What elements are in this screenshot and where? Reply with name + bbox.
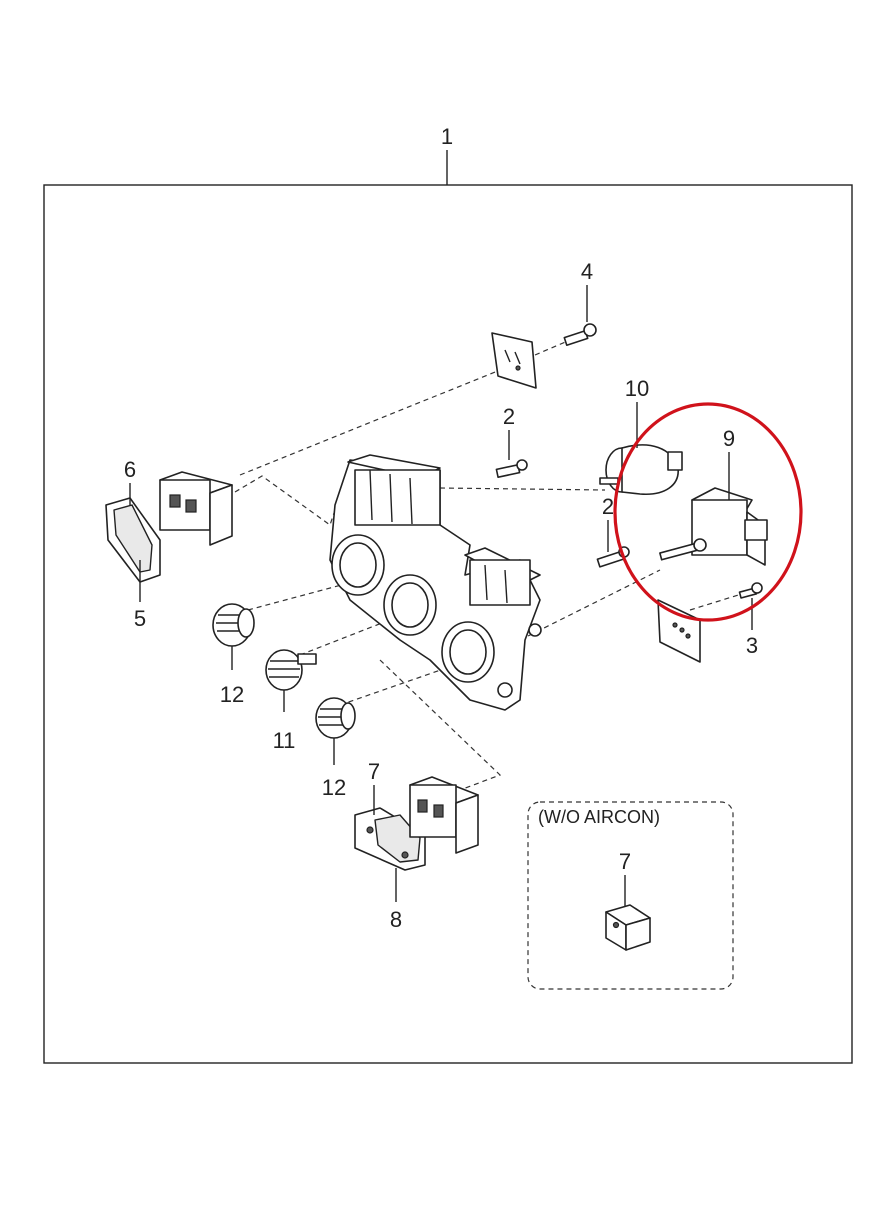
assembly-frame — [43, 184, 853, 1064]
callout-11: 11 — [273, 728, 296, 753]
switch-button-part-7-variant — [605, 904, 651, 951]
screw-part-3 — [738, 582, 763, 599]
variant-box — [527, 801, 734, 990]
callout-1: 1 — [441, 124, 453, 149]
mounting-plate-upper — [491, 332, 537, 389]
callout-2a: 2 — [503, 404, 515, 429]
variant-box-label: (W/O AIRCON) — [538, 807, 660, 827]
screw-part-4 — [563, 323, 597, 347]
callout-4: 4 — [581, 259, 593, 284]
knob-part-11 — [265, 649, 317, 691]
callout-9: 9 — [723, 426, 735, 451]
callout-6: 6 — [124, 457, 136, 482]
highlight-circle — [613, 402, 803, 622]
actuator-motor-part-10 — [599, 444, 683, 495]
callout-8: 8 — [390, 907, 402, 932]
knob-part-12-upper — [212, 603, 255, 647]
switch-housing-bottom — [409, 776, 479, 854]
mode-switch-part-9 — [659, 487, 768, 566]
callout-12b: 12 — [322, 775, 346, 800]
switch-button-part-7-8 — [354, 807, 426, 871]
callout-2b: 2 — [602, 494, 614, 519]
switch-housing-left — [159, 471, 233, 546]
mounting-plate-lower — [657, 599, 701, 663]
heater-control-housing — [329, 454, 542, 711]
screw-part-2-upper — [495, 459, 528, 478]
callout-10: 10 — [625, 376, 649, 401]
callout-3: 3 — [746, 633, 758, 658]
callout-12a: 12 — [220, 682, 244, 707]
callout-5: 5 — [134, 606, 146, 631]
knob-part-12-lower — [315, 697, 356, 739]
callout-7b: 7 — [619, 849, 631, 874]
switch-button-part-5 — [105, 497, 161, 583]
callout-7a: 7 — [368, 759, 380, 784]
